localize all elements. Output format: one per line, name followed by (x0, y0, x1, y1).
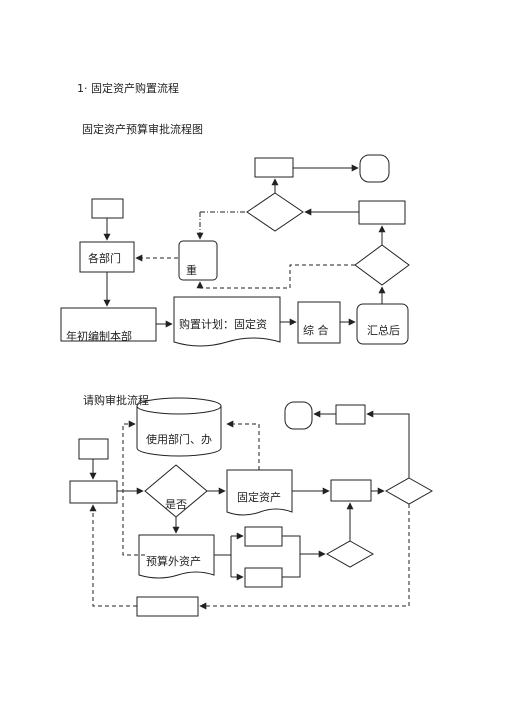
review-label: 重 (186, 264, 197, 277)
right-process-box (330, 479, 372, 502)
diagram2-shapes (69, 397, 434, 617)
summary-label: 汇总后 (367, 324, 400, 337)
outside-budget-document (138, 534, 215, 579)
diagram1-title: 固定资产预算审批流程图 (82, 123, 203, 136)
section-number: 1 (77, 82, 84, 95)
sub-box-lower (244, 567, 283, 588)
request-box (69, 480, 118, 504)
end-terminator (359, 154, 390, 183)
section-separator: · (84, 82, 88, 95)
process-box-right (358, 200, 406, 225)
section-heading: 1· 固定资产购置流程 (77, 83, 179, 94)
top-box-2 (335, 404, 366, 425)
purchase-plan-document (173, 296, 281, 347)
annual-compile-box (60, 307, 157, 342)
decision-diamond-lower (354, 244, 410, 286)
yes-no-label: 是否 (165, 498, 187, 511)
fixed-asset-document (226, 469, 293, 516)
review-box (178, 240, 218, 281)
user-dept-database (136, 406, 222, 457)
fixed-asset-label: 固定资产 (237, 491, 281, 504)
start-box-2 (78, 438, 109, 460)
section-title: 固定资产购置流程 (91, 82, 179, 95)
merge-diamond (325, 540, 375, 568)
outside-budget-label: 预算外资产 (146, 555, 201, 568)
departments-label: 各部门 (88, 252, 121, 265)
purchase-plan-label: 购置计划：固定资 (179, 318, 267, 331)
user-dept-label: 使用部门、办 (146, 433, 212, 446)
diagram2-connectors (89, 410, 410, 610)
decision-diamond-upper (246, 192, 304, 232)
top-process-box (254, 157, 294, 178)
diagram1-connectors (103, 164, 386, 328)
end-terminator-2 (284, 401, 313, 430)
diagram2-title: 请购审批流程 (83, 394, 149, 407)
right-decision-diamond (384, 477, 434, 505)
user-dept-database-top (136, 397, 222, 415)
start-box (91, 198, 124, 219)
annual-compile-label: 年初编制本部 (66, 330, 132, 343)
bottom-box (136, 596, 199, 617)
sub-box-upper (244, 526, 283, 547)
comprehensive-label: 综 合 (303, 324, 329, 337)
